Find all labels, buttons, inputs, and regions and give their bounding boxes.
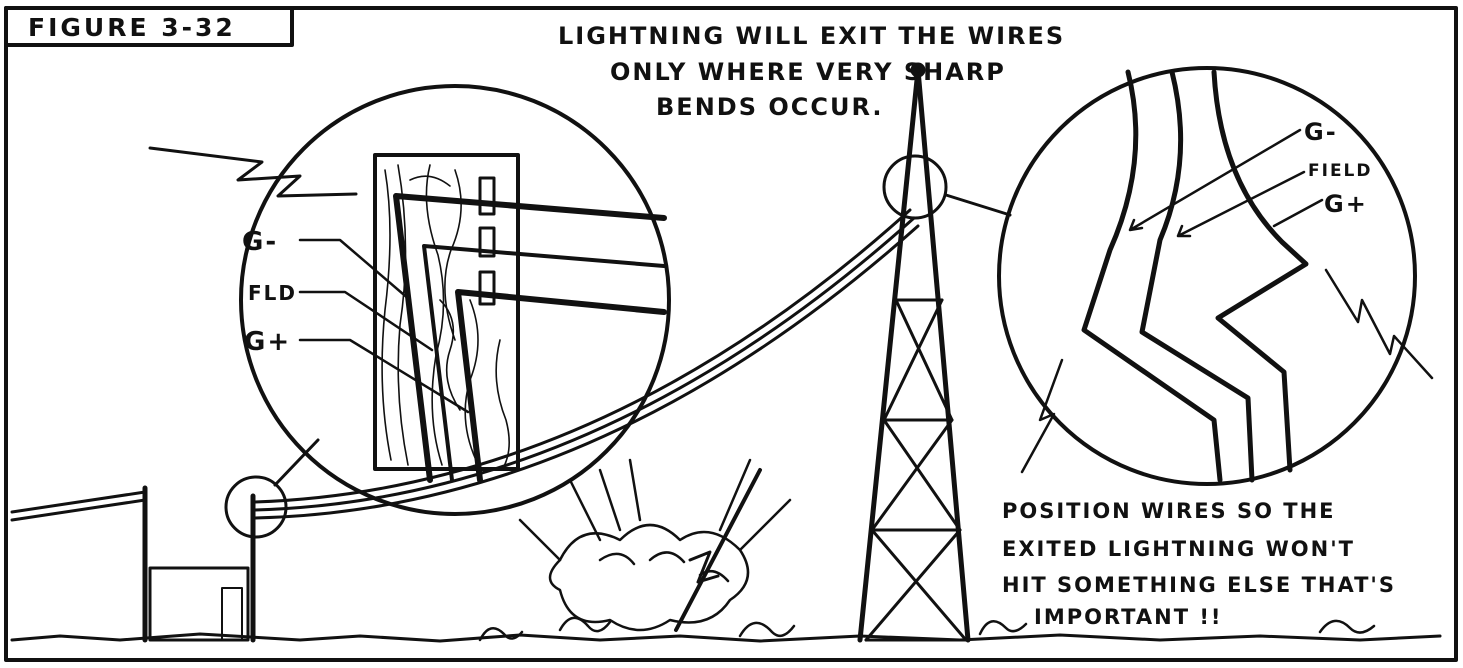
note-line-1: POSITION WIRES SO THE	[1002, 499, 1336, 523]
note-line-3: HIT SOMETHING ELSE THAT'S	[1002, 573, 1396, 597]
caption-line-1: LIGHTNING WILL EXIT THE WIRES	[558, 22, 1065, 50]
left-building	[12, 488, 253, 640]
tower-zoom-marker	[884, 156, 946, 218]
top-caption: LIGHTNING WILL EXIT THE WIRES ONLY WHERE…	[558, 22, 1065, 121]
pole-zoom-marker	[226, 477, 286, 537]
lightning-bolt-lower	[1022, 360, 1062, 472]
figure-label-box: FIGURE 3-32	[6, 8, 292, 45]
caption-line-2: ONLY WHERE VERY SHARP	[610, 58, 1006, 86]
insulators	[480, 178, 494, 304]
wire-bundle	[255, 210, 918, 518]
inset-wires	[396, 196, 664, 480]
note-line-4: IMPORTANT !!	[1034, 605, 1223, 629]
label-fld-left: FLD	[248, 281, 297, 305]
left-inset: G- FLD G+	[150, 86, 669, 514]
figure-label: FIGURE 3-32	[28, 13, 236, 42]
right-inset-wires	[1084, 72, 1306, 480]
label-g-minus-right: G-	[1304, 118, 1338, 146]
label-g-plus-left: G+	[244, 327, 291, 357]
label-g-minus-left: G-	[242, 227, 278, 257]
label-g-plus-right: G+	[1324, 190, 1368, 218]
right-inset: G- FIELD G+	[999, 68, 1432, 484]
bottom-note: POSITION WIRES SO THE EXITED LIGHTNING W…	[1002, 499, 1396, 629]
caption-line-3: BENDS OCCUR.	[656, 93, 884, 121]
lightning-bolt-left	[150, 148, 356, 196]
radio-tower	[860, 65, 968, 640]
note-line-2: EXITED LIGHTNING WON'T	[1002, 537, 1355, 561]
label-field-right: FIELD	[1308, 161, 1373, 181]
